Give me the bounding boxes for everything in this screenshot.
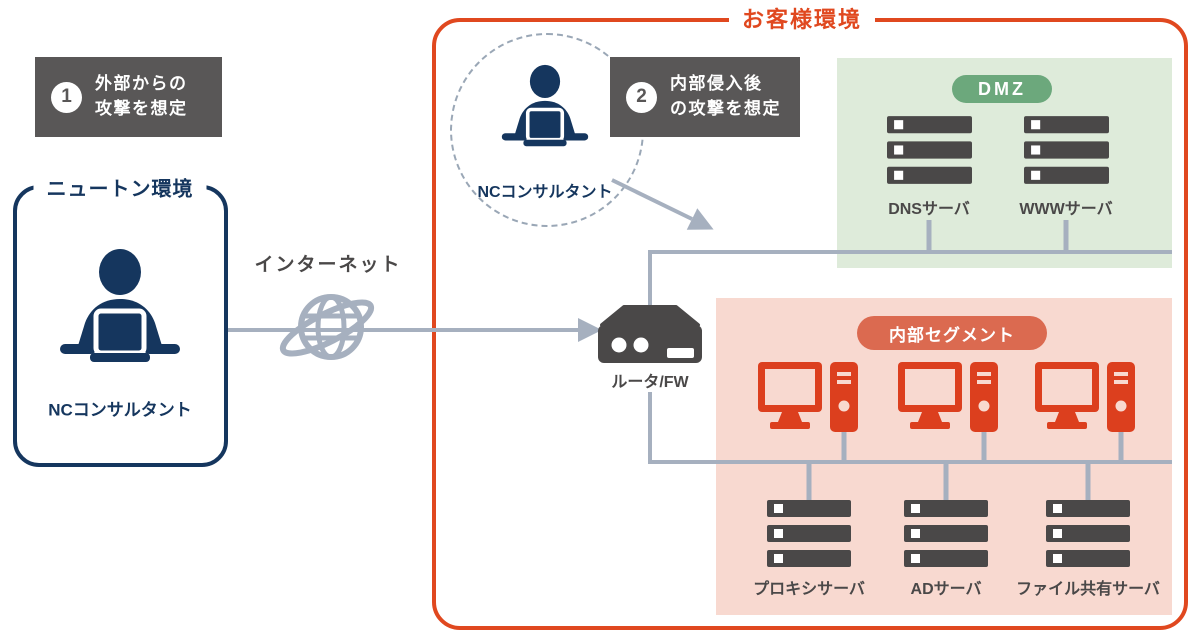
proxy-server-label: プロキシサーバ <box>753 581 865 598</box>
step-badge-2: 2 内部侵入後 の攻撃を想定 <box>610 57 800 137</box>
proxy-server-icon <box>767 500 851 567</box>
step-text-1: 外部からの 攻撃を想定 <box>95 74 188 118</box>
consultant-person-icon <box>52 245 188 377</box>
step-number-1: 1 <box>51 81 82 113</box>
customer-environment-title: お客様環境 <box>728 2 876 34</box>
ad-server-icon <box>904 500 988 567</box>
pc-icon <box>758 362 858 434</box>
dmz-pill: DMZ <box>952 75 1052 103</box>
router-to-internal-bus <box>648 392 1172 464</box>
pc-icon <box>1035 362 1135 434</box>
www-server-icon <box>1024 116 1109 184</box>
intruder-consultant-label: NCコンサルタント <box>477 184 613 201</box>
newton-environment-title: ニュートン環境 <box>33 172 207 202</box>
internet-label: インターネット <box>254 254 402 276</box>
file-share-server-icon <box>1046 500 1130 567</box>
step-badge-1: 1 外部からの 攻撃を想定 <box>35 57 222 137</box>
ad-server-label: ADサーバ <box>910 581 982 598</box>
router-firewall-icon <box>598 305 702 363</box>
router-to-dmz-bus <box>648 250 1172 305</box>
internal-segment-pill: 内部セグメント <box>857 316 1047 350</box>
intruder-consultant-icon <box>496 62 594 157</box>
internet-globe-icon <box>275 283 380 373</box>
www-server-label: WWWサーバ <box>1019 201 1113 218</box>
pc-icon <box>898 362 998 434</box>
newton-consultant-label: NCコンサルタント <box>48 400 192 420</box>
step-text-2: 内部侵入後 の攻撃を想定 <box>670 74 781 118</box>
step-number-2: 2 <box>626 81 657 113</box>
dns-server-icon <box>887 116 972 184</box>
router-label: ルータ/FW <box>611 374 689 391</box>
intruder-attack-arrow <box>611 178 714 230</box>
file-share-server-label: ファイル共有サーバ <box>1016 581 1160 598</box>
dns-server-label: DNSサーバ <box>888 201 970 218</box>
